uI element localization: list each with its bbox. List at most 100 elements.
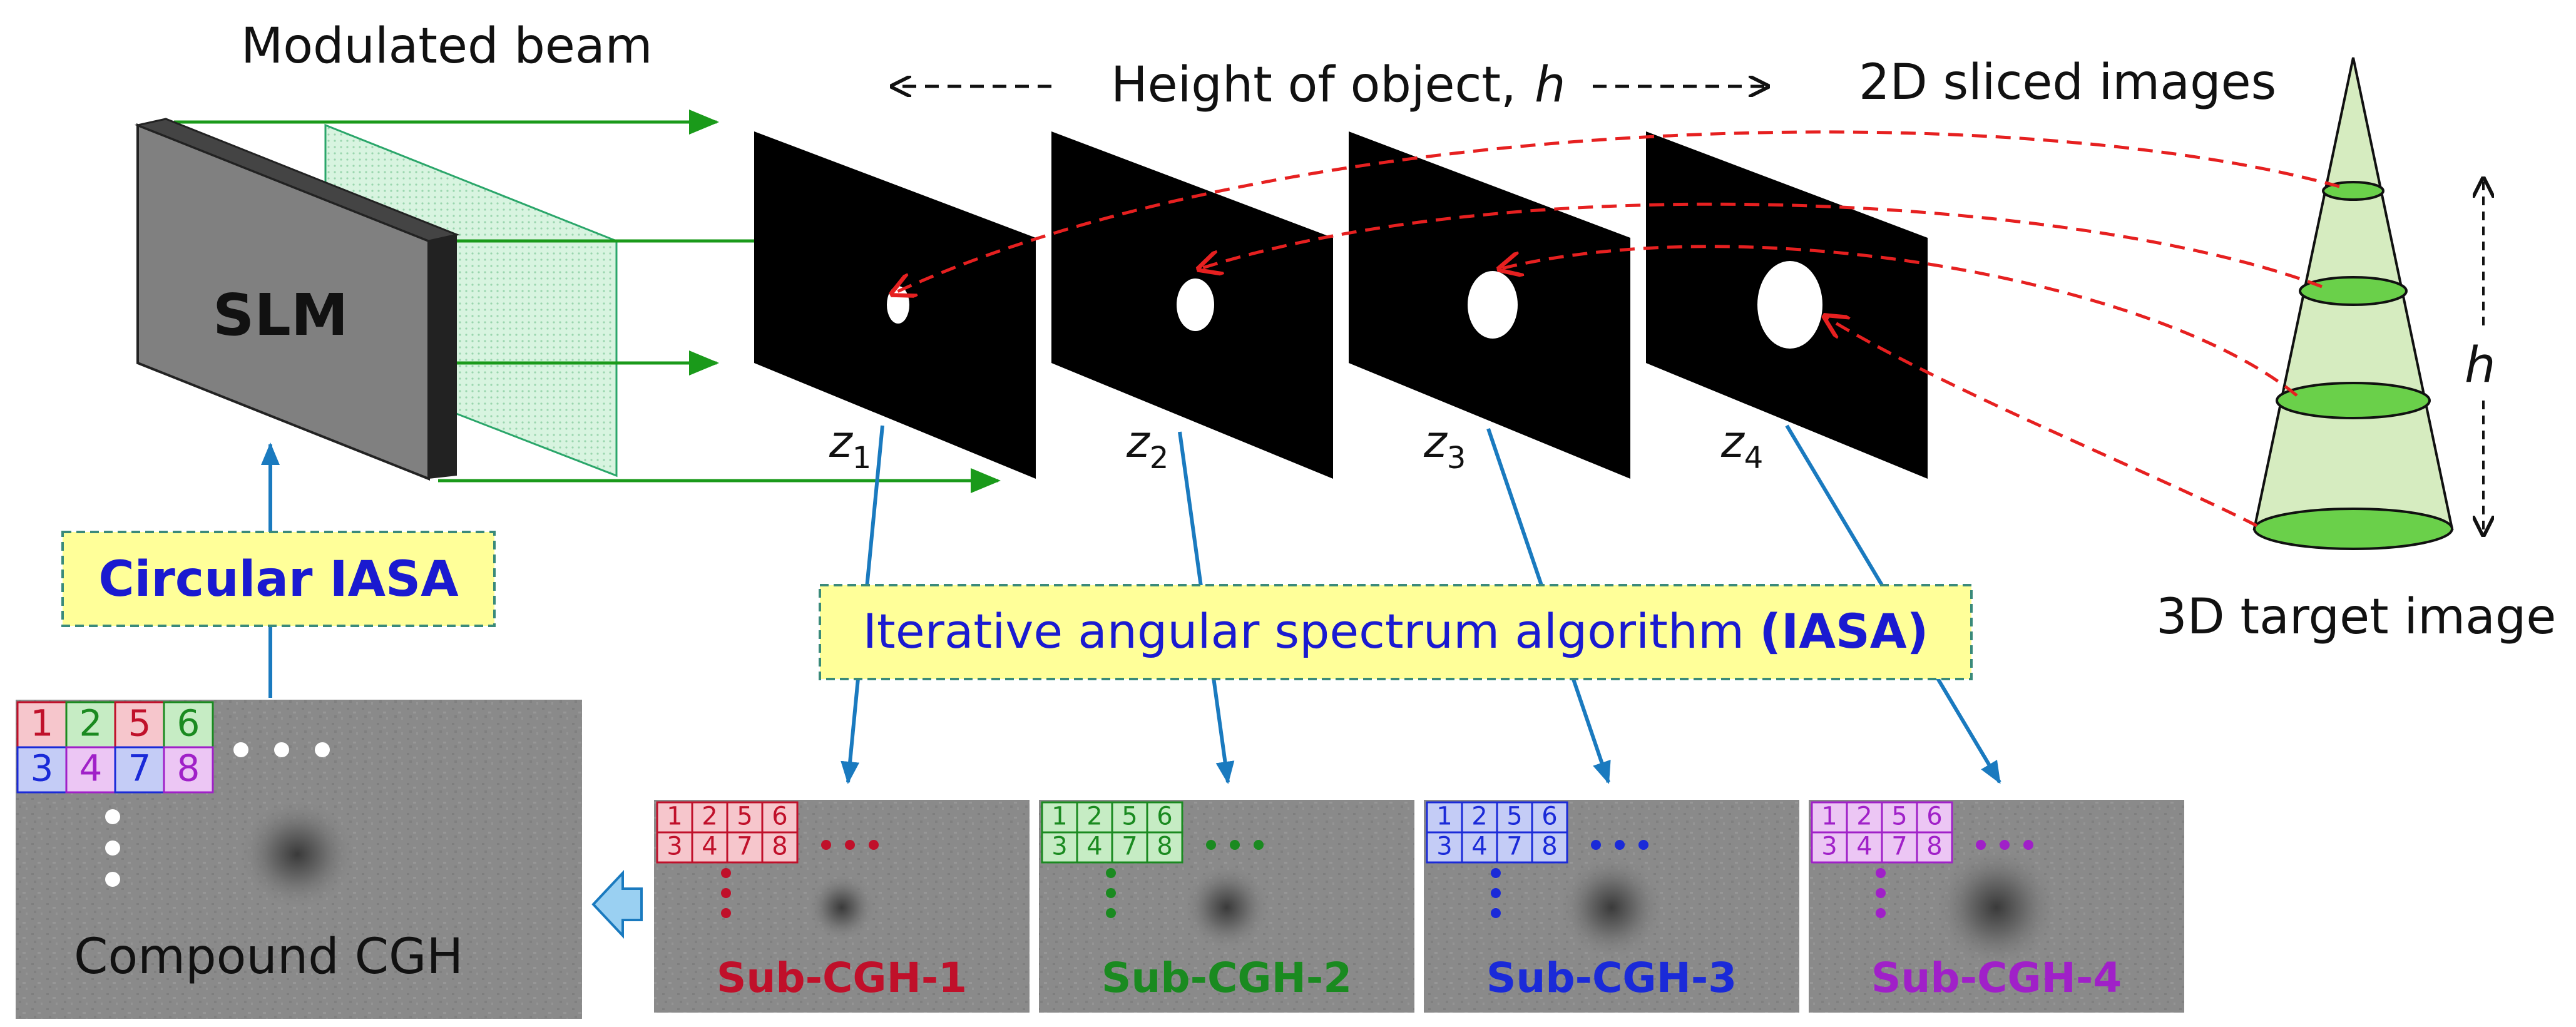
plane-slice-spot — [1757, 261, 1822, 349]
grid-cell-number: 7 — [1506, 832, 1522, 861]
plane-z-label: z3 — [1423, 416, 1466, 476]
grid-cell-number: 8 — [177, 747, 200, 789]
grid-cell — [761, 831, 799, 864]
plane-z-subscript: 3 — [1447, 441, 1466, 476]
sub-cgh-label: Sub-CGH-4 — [1871, 954, 2122, 1002]
grid-cell-number: 6 — [177, 702, 200, 744]
grid-cell — [114, 746, 165, 794]
plane-z-label: z1 — [829, 416, 871, 476]
grid-cell — [1811, 831, 1848, 864]
grid-cell-number: 5 — [1891, 802, 1907, 831]
sub-cgh-speckle — [1183, 864, 1270, 951]
grid-cell-number: 1 — [1436, 802, 1452, 831]
sub-cgh-label: Sub-CGH-2 — [1101, 954, 1352, 1002]
grid-cell — [65, 746, 116, 794]
grid-cell-number: 8 — [772, 832, 787, 861]
target-image-label: 3D target image — [2156, 589, 2556, 645]
grid-cell-number: 4 — [79, 747, 103, 789]
plane-z-label: z2 — [1126, 416, 1168, 476]
grid-cell — [1916, 831, 1953, 864]
grid-cell-number: 6 — [772, 802, 787, 831]
grid-cell — [1531, 801, 1568, 834]
target-cone: h — [2252, 57, 2495, 550]
slm-assembly: SLM — [134, 110, 1001, 493]
grid-cell — [1146, 831, 1183, 864]
cone-slice-3 — [2276, 382, 2431, 419]
height-symbol: h — [1535, 57, 1565, 113]
plane-z-letter: z — [1423, 416, 1448, 468]
grid-cell-number: 8 — [1157, 832, 1172, 861]
sliced-images-label: 2D sliced images — [1859, 54, 2276, 111]
plane-z-subscript: 2 — [1150, 441, 1169, 476]
grid-cell-number: 6 — [1541, 802, 1557, 831]
grid-cell-number: 6 — [1157, 802, 1172, 831]
grid-cell-number: 3 — [1051, 832, 1067, 861]
sliced-plane-4: z4 — [1646, 131, 1928, 479]
compound-ellipsis-h — [233, 742, 330, 757]
grid-cell-number: 1 — [1051, 802, 1067, 831]
sub-cgh-speckle — [807, 873, 876, 942]
grid-cell-number: 2 — [702, 802, 717, 831]
grid-cell-number: 2 — [1471, 802, 1487, 831]
grid-cell — [1461, 831, 1498, 864]
compound-cgh-label: Compound CGH — [74, 929, 463, 985]
grid-cell-number: 2 — [1856, 802, 1872, 831]
plane-z-label: z4 — [1720, 416, 1763, 476]
plane-slice-spot — [1468, 271, 1518, 339]
grid-cell-number: 4 — [702, 832, 717, 861]
grid-cell — [1076, 801, 1113, 834]
grid-cell-number: 3 — [1821, 832, 1837, 861]
plane-z-letter: z — [1720, 416, 1745, 468]
sub-cgh-speckle — [1558, 854, 1665, 961]
grid-cell — [1041, 831, 1078, 864]
grid-cell — [163, 701, 214, 749]
grid-cell-number: 1 — [31, 702, 54, 744]
grid-cell-number: 1 — [1821, 802, 1837, 831]
grid-cell — [1846, 831, 1883, 864]
sub-cgh-ellipsis — [1106, 840, 1264, 918]
grid-cell-number: 7 — [1891, 832, 1907, 861]
compound-ellipsis-v — [105, 809, 120, 887]
sub-cgh-ellipsis — [1876, 840, 2033, 918]
grid-cell — [163, 746, 214, 794]
sliced-plane-2: z2 — [1051, 131, 1333, 479]
sub-cgh-label: Sub-CGH-3 — [1486, 954, 1737, 1002]
plane-z-letter: z — [829, 416, 854, 468]
grid-cell-number: 3 — [1436, 832, 1452, 861]
grid-cell — [65, 701, 116, 749]
iasa-abbr-text: (IASA) — [1759, 603, 1928, 659]
modulated-beam-label: Modulated beam — [241, 18, 653, 74]
circular-iasa-text: Circular IASA — [98, 551, 458, 608]
grid-cell-number: 2 — [79, 702, 103, 744]
sub-cgh-ellipsis — [1491, 840, 1648, 918]
grid-cell — [16, 746, 68, 794]
grid-cell — [726, 831, 764, 864]
grid-cell-number: 1 — [667, 802, 682, 831]
slm-label: SLM — [213, 282, 348, 349]
sub-cgh-speckle — [1934, 845, 2059, 970]
cone-base — [2253, 508, 2453, 550]
grid-cell-number: 5 — [1506, 802, 1522, 831]
sliced-plane-3: z3 — [1349, 131, 1630, 479]
grid-cell-number: 8 — [1926, 832, 1942, 861]
grid-cell — [691, 831, 728, 864]
grid-cell-number: 5 — [128, 702, 151, 744]
circular-iasa-box: Circular IASA — [61, 531, 496, 627]
plane-z-subscript: 4 — [1744, 441, 1764, 476]
iasa-text: Iterative angular spectrum algorithm (IA… — [863, 603, 1929, 659]
grid-cell-number: 3 — [31, 747, 54, 789]
plane-z-letter: z — [1126, 416, 1151, 468]
plane-z-subscript: 1 — [852, 441, 872, 476]
grid-cell-number: 2 — [1086, 802, 1102, 831]
grid-cell-number: 8 — [1541, 832, 1557, 861]
height-of-object-label: Height of object, h — [892, 57, 1768, 113]
projection-lines — [892, 130, 2340, 528]
grid-cell-number: 5 — [1122, 802, 1137, 831]
iasa-box: Iterative angular spectrum algorithm (IA… — [819, 584, 1973, 680]
